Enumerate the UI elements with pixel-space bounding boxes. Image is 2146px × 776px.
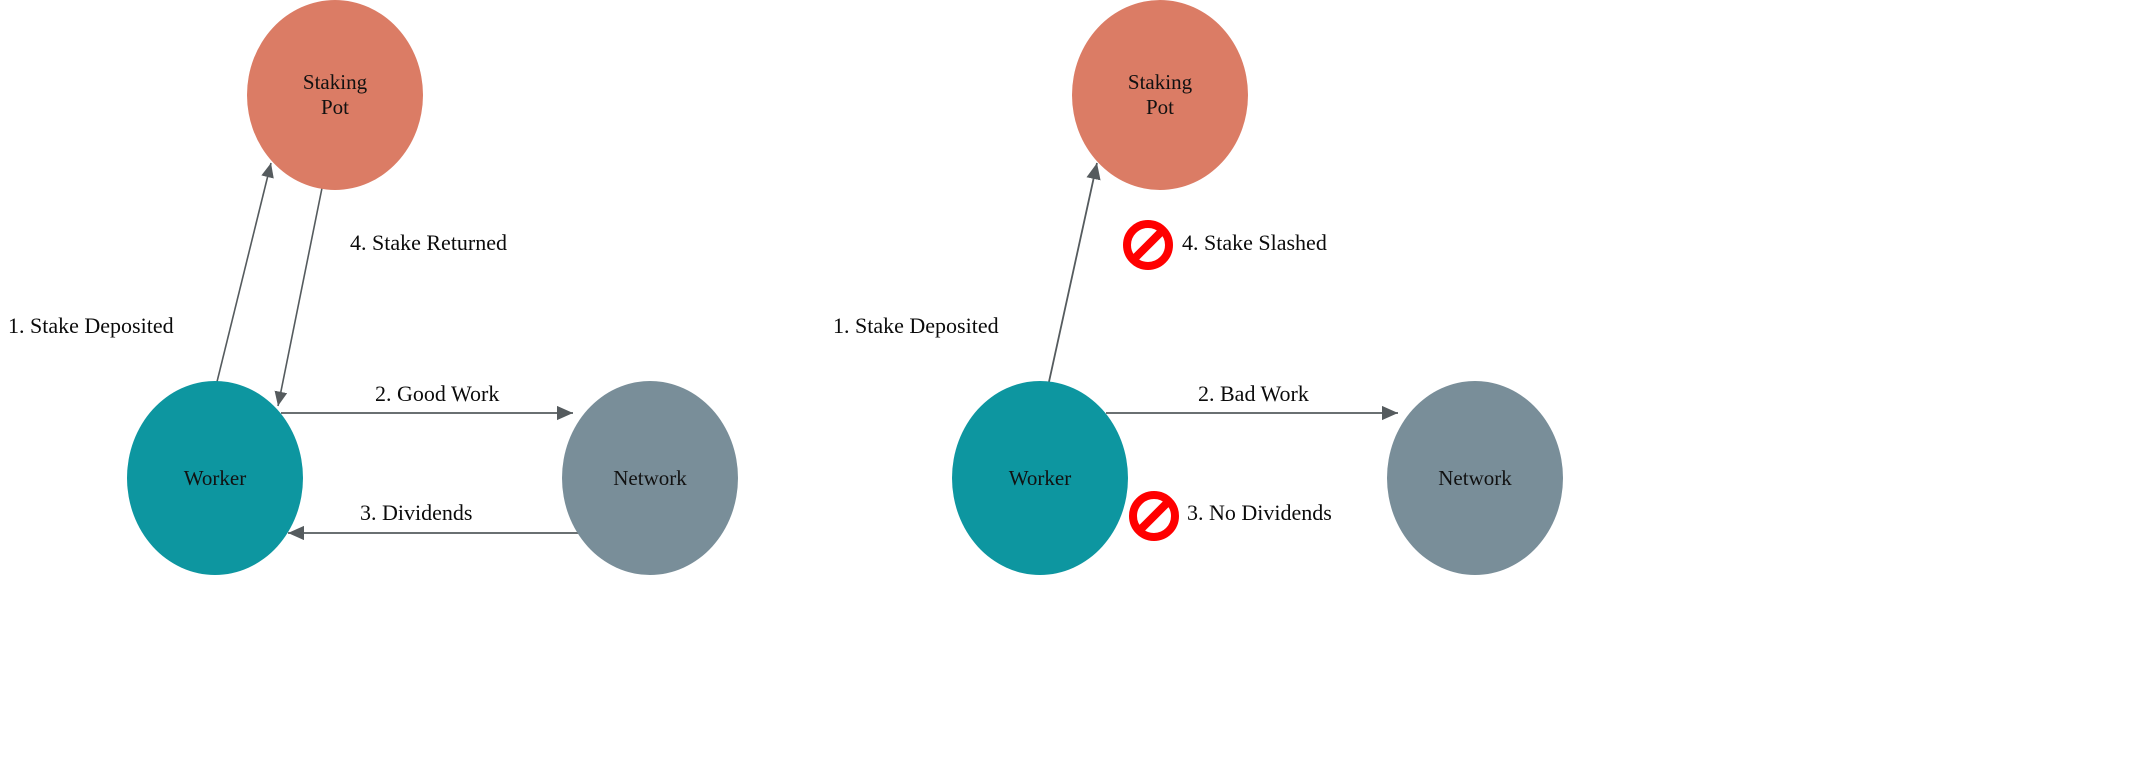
- node-network[interactable]: [562, 381, 738, 575]
- no-entry-sign-icon: [1129, 491, 1179, 541]
- edge-label-stake-deposited: 1. Stake Deposited: [8, 313, 174, 338]
- node-staking-pot[interactable]: [247, 0, 423, 190]
- edge-stake-returned: [274, 187, 323, 407]
- edge-label-stake-returned: 4. Stake Returned: [350, 230, 508, 255]
- node-network[interactable]: [1387, 381, 1563, 575]
- edge-label-dividends: 3. Dividends: [360, 500, 473, 525]
- no-entry-sign-icon: [1123, 220, 1173, 270]
- panel-bad-worker: Staking Pot Worker Network 1. Stake Depo…: [825, 0, 1898, 776]
- node-worker[interactable]: [952, 381, 1128, 575]
- edge-label-stake-slashed: 4. Stake Slashed: [1182, 230, 1327, 255]
- edge-label-bad-work: 2. Bad Work: [1198, 381, 1309, 406]
- node-worker[interactable]: [127, 381, 303, 575]
- edge-stake-deposited: [1044, 162, 1101, 401]
- good-worker-graphics: [127, 0, 738, 575]
- node-staking-pot[interactable]: [1072, 0, 1248, 190]
- edge-label-no-dividends: 3. No Dividends: [1187, 500, 1332, 525]
- edge-label-good-work: 2. Good Work: [375, 381, 500, 406]
- edge-label-stake-deposited: 1. Stake Deposited: [833, 313, 999, 338]
- bad-worker-graphics: [952, 0, 1563, 575]
- edge-stake-deposited: [212, 162, 274, 399]
